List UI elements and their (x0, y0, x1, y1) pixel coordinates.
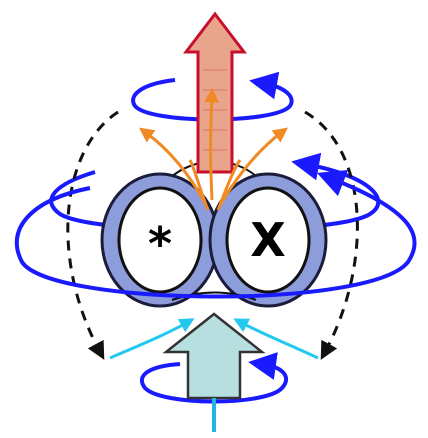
right-return-path (304, 110, 359, 360)
inflow-arrow (162, 312, 266, 432)
left-ring: * (100, 172, 220, 308)
cyan-converge-rays (109, 318, 319, 360)
left-ring-label: * (148, 217, 172, 271)
left-return-path (66, 110, 119, 360)
orange-spread-rays (138, 87, 288, 211)
equatorial-loop (14, 170, 417, 299)
right-ring-label: X (250, 213, 285, 267)
right-ring: X (208, 172, 328, 308)
